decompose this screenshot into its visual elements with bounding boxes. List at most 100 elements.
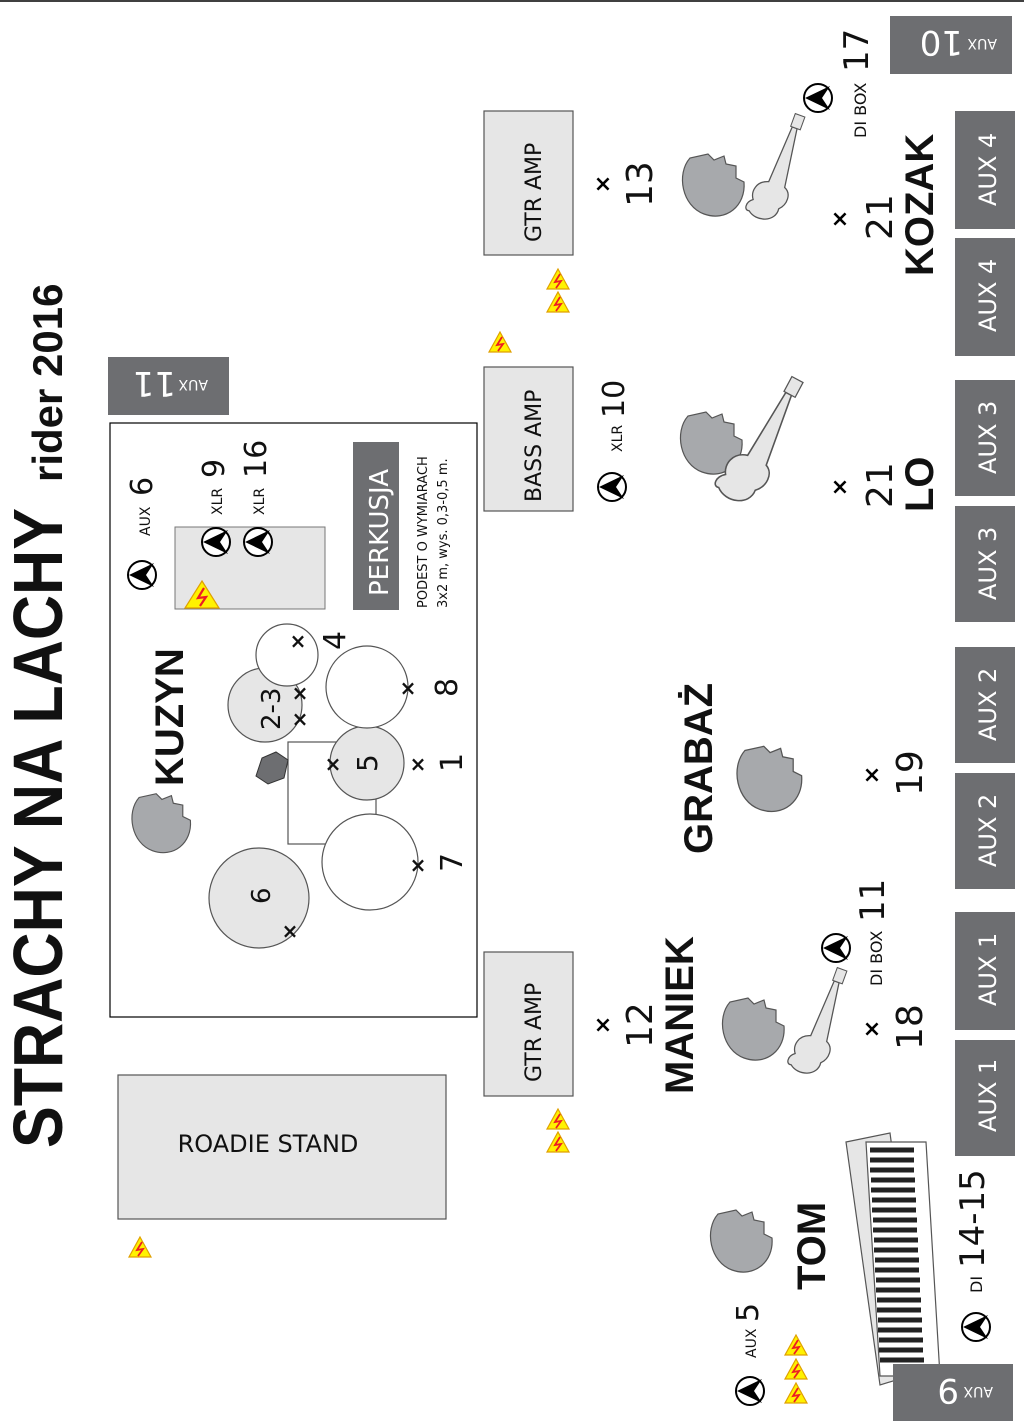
maniek-head-icon: [721, 997, 785, 1061]
di-box-17-word: DI BOX: [851, 83, 870, 138]
wedge-aux-9-num: 9: [937, 1370, 959, 1410]
aux-6-num: 6: [125, 477, 160, 496]
roadie-stand-box: [117, 1074, 447, 1220]
xlr-10-word: XLR: [610, 425, 626, 452]
svg-text:×: ×: [400, 676, 417, 700]
mic-mark-lo: ×: [831, 475, 849, 500]
wedge-aux-2-b: [955, 773, 1015, 889]
wedge-aux-10-num: 10: [920, 22, 963, 62]
drum-kit: [208, 623, 419, 949]
keyboard-icon: [845, 1132, 941, 1386]
channel-14-15: 14-15: [953, 1169, 993, 1268]
wedge-aux-4-a: [955, 111, 1015, 229]
wedge-aux-4-b: [955, 238, 1015, 356]
mic-mark-12: ×: [594, 1013, 612, 1038]
wedge-aux-10: [890, 16, 1012, 74]
lo-name: LO: [898, 456, 942, 512]
channel-21-kozak: 21: [860, 194, 901, 240]
wedge-aux-9-word: AUX: [963, 1383, 993, 1399]
drummer-name: KUZYN: [148, 648, 192, 786]
xlr-9-input-icon: [201, 527, 231, 557]
wedge-aux-11: [108, 357, 229, 415]
drum-4: [255, 623, 319, 687]
wedge-aux-4-a-label: AUX 4: [974, 133, 1002, 206]
svg-text:×: ×: [290, 629, 307, 653]
drum-8: [325, 645, 409, 729]
wedge-aux-10-word: AUX: [967, 35, 997, 51]
kozak-guitar-icon: [742, 107, 817, 226]
maniek-guitar-icon: [784, 961, 859, 1080]
mic-mark-13: ×: [594, 172, 612, 197]
wedge-aux-3-b: [955, 506, 1015, 622]
svg-text:×: ×: [282, 919, 299, 943]
wedge-aux-11-word: AUX: [178, 376, 208, 392]
xlr-10-input-icon: [597, 472, 627, 502]
aux-6-word: AUX: [138, 506, 154, 536]
wedge-aux-2-a-label: AUX 2: [974, 668, 1002, 741]
wedge-aux-3-b-label: AUX 3: [974, 527, 1002, 600]
mic-mark-kozak: ×: [831, 207, 849, 232]
xlr-16-word: XLR: [252, 488, 268, 515]
xlr-16-num: 16: [239, 440, 274, 478]
perkusja-label: PERKUSJA: [365, 469, 395, 596]
wedge-aux-4-b-label: AUX 4: [974, 259, 1002, 332]
riser-note-2: 3x2 m, wys. 0,3-0,5 m.: [436, 458, 451, 608]
mic-mark-18: ×: [863, 1017, 881, 1042]
channel-18: 18: [890, 1004, 931, 1050]
wedge-aux-1-a-label: AUX 1: [974, 933, 1002, 1006]
wedge-aux-3-a-label: AUX 3: [974, 401, 1002, 474]
gtr-amp-left-label: GTR AMP: [522, 983, 547, 1082]
perkusja-box: [353, 442, 399, 610]
page-subtitle: rider 2016: [24, 284, 71, 482]
channel-12: 12: [620, 1002, 661, 1048]
kozak-name: KOZAK: [898, 134, 942, 276]
wedge-aux-9: [893, 1364, 1013, 1421]
tom-name: TOM: [790, 1202, 834, 1290]
aux-5-num: 5: [731, 1303, 766, 1322]
svg-text:×: ×: [292, 707, 309, 731]
drum-label-6: 6: [247, 887, 277, 904]
roadie-stand-label: ROADIE STAND: [178, 1130, 359, 1158]
svg-text:×: ×: [410, 752, 427, 776]
drum-label-4: 4: [318, 631, 353, 650]
xlr-16-input-icon: [243, 527, 273, 557]
channel-19: 19: [890, 750, 931, 796]
wedge-aux-3-a: [955, 380, 1015, 496]
drum-label-1: 1: [435, 753, 470, 772]
di-box-17-input-icon: [803, 83, 833, 113]
page-title: STRACHY NA LACHY: [0, 508, 77, 1148]
di-14-15-input-icon: [961, 1312, 991, 1342]
di-box-17-num: 17: [837, 29, 877, 72]
riser-note-1: PODEST O WYMIARACH: [416, 456, 431, 608]
aux-6-input-icon: [127, 560, 157, 590]
aux-5-word: AUX: [744, 1328, 760, 1358]
wedge-aux-1-b: [955, 1040, 1015, 1156]
wedge-aux-1-a: [955, 912, 1015, 1030]
di-14-15-word: DI: [967, 1276, 986, 1293]
channel-21-lo: 21: [860, 462, 901, 508]
drum-label-8: 8: [430, 678, 465, 697]
aux-5-input-icon: [735, 1376, 765, 1406]
xlr-9-num: 9: [197, 459, 232, 478]
drum-throne-icon: [255, 751, 289, 785]
gtr-amp-right-label: GTR AMP: [522, 143, 547, 242]
bass-amp-label: BASS AMP: [522, 390, 547, 502]
gtr-amp-left: [483, 951, 574, 1097]
drum-mic-marks: × × × × × × × ×: [282, 629, 427, 943]
xlr-9-word: XLR: [210, 488, 226, 515]
grabaz-head-icon: [736, 745, 803, 813]
grabaz-name: GRABAŻ: [677, 683, 721, 854]
drum-7: [321, 813, 419, 911]
svg-text:×: ×: [410, 853, 427, 877]
drum-label-7: 7: [435, 853, 470, 872]
bass-amp: [483, 366, 574, 512]
maniek-name: MANIEK: [658, 936, 702, 1094]
mic-mark-19: ×: [863, 763, 881, 788]
kozak-head-icon: [681, 153, 745, 217]
di-box-11-word: DI BOX: [867, 931, 886, 986]
svg-text:×: ×: [292, 681, 309, 705]
svg-text:×: ×: [325, 752, 342, 776]
wedge-aux-11-num: 11: [133, 363, 176, 403]
xlr-10-num: 10: [597, 380, 632, 418]
